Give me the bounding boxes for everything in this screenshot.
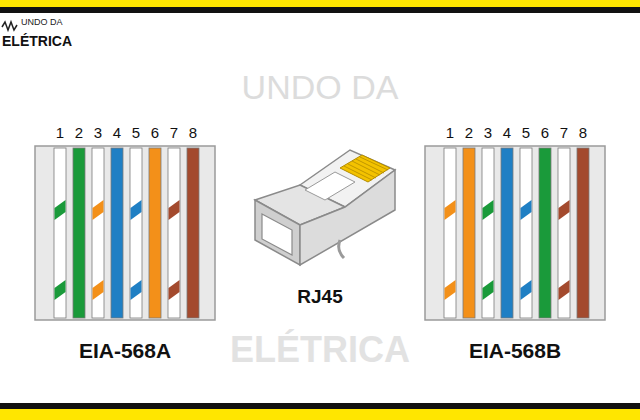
wire	[92, 148, 104, 318]
pin-number: 8	[579, 125, 587, 140]
wire	[168, 148, 180, 318]
wire	[501, 148, 513, 318]
pin-number: 5	[522, 125, 530, 140]
wire-stripe	[93, 200, 104, 220]
pin-number: 6	[151, 125, 159, 140]
wire-group	[54, 148, 589, 318]
wire	[73, 148, 85, 318]
wire-stripe	[445, 200, 456, 220]
wire-stripe	[559, 200, 570, 220]
wire	[482, 148, 494, 318]
wire	[54, 148, 66, 318]
bottom-line	[0, 403, 640, 409]
wire	[539, 148, 551, 318]
pin-number: 7	[560, 125, 568, 140]
rj45-plug	[255, 150, 395, 265]
wire-stripe	[169, 280, 180, 300]
logo-text: ELÉTRICA	[2, 34, 72, 48]
wire-stripe	[93, 280, 104, 300]
pin-number: 6	[541, 125, 549, 140]
wire	[558, 148, 570, 318]
wire	[520, 148, 532, 318]
pin-number: 5	[132, 125, 140, 140]
wire-stripe	[131, 200, 142, 220]
wire	[149, 148, 161, 318]
bottom-band	[0, 409, 640, 420]
top-line	[0, 7, 640, 13]
pin-number: 7	[170, 125, 178, 140]
pin-number: 2	[465, 125, 473, 140]
pin-number: 4	[503, 125, 511, 140]
pin-number: 8	[189, 125, 197, 140]
pin-number: 1	[446, 125, 454, 140]
pin-number: 1	[56, 125, 64, 140]
wire-stripe	[521, 280, 532, 300]
logo-text: UNDO DA	[21, 18, 63, 27]
wire	[111, 148, 123, 318]
wire	[444, 148, 456, 318]
standard-name: EIA-568B	[469, 340, 561, 361]
logo-wave	[2, 22, 17, 30]
wire-stripe	[483, 200, 494, 220]
connector-housing	[425, 146, 605, 320]
watermark: ELÉTRICA	[230, 332, 410, 368]
watermark: UNDO DA	[242, 70, 399, 104]
wire-stripe	[521, 200, 532, 220]
connector-housing	[35, 146, 215, 320]
wire-stripe	[55, 280, 66, 300]
wire	[187, 148, 199, 318]
standard-name: EIA-568A	[79, 340, 171, 361]
wire-stripe	[445, 280, 456, 300]
pin-number: 3	[94, 125, 102, 140]
pin-number: 2	[75, 125, 83, 140]
wire	[130, 148, 142, 318]
connector-name: RJ45	[297, 287, 342, 306]
pin-number: 3	[484, 125, 492, 140]
wire-stripe	[169, 200, 180, 220]
wire-stripe	[131, 280, 142, 300]
wire-stripe	[559, 280, 570, 300]
top-band	[0, 0, 640, 7]
pin-number: 4	[113, 125, 121, 140]
wire-stripe	[55, 200, 66, 220]
wire	[463, 148, 475, 318]
wire-stripe	[483, 280, 494, 300]
wire	[577, 148, 589, 318]
